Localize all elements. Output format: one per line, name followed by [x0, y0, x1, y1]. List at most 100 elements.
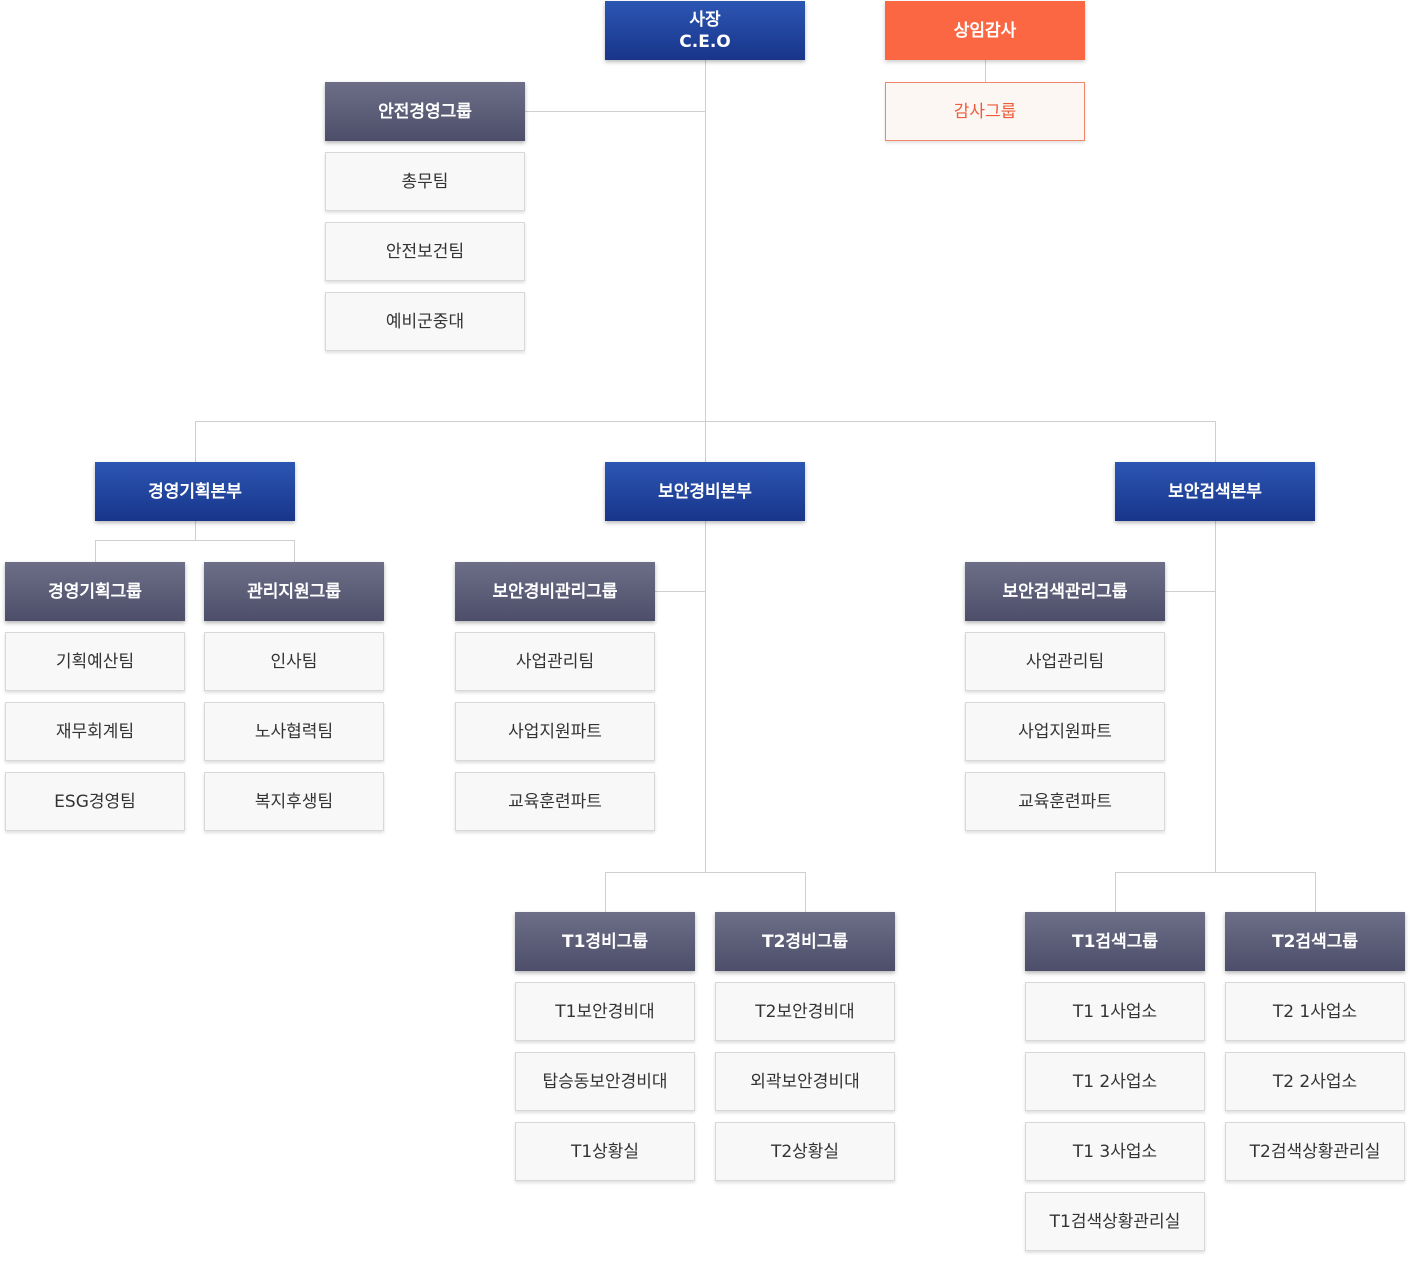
team-label: 사업지원파트 — [1018, 721, 1112, 742]
team-label: 교육훈련파트 — [508, 791, 602, 812]
group-title: T2경비그룹 — [762, 931, 848, 952]
team-label: 사업관리팀 — [515, 651, 595, 672]
connector-line — [1215, 521, 1216, 872]
connector-line — [605, 872, 606, 912]
connector-line — [524, 111, 705, 112]
group-title: 보안검색관리그룹 — [1002, 581, 1128, 602]
team-label: 복지후생팀 — [254, 791, 334, 812]
team-label: 기획예산팀 — [55, 651, 135, 672]
team-box: T2 1사업소 — [1225, 982, 1405, 1041]
connector-line — [1164, 591, 1215, 592]
division-title: 보안경비본부 — [658, 481, 752, 502]
audit-title: 상임감사 — [953, 20, 1017, 41]
team-box: 사업지원파트 — [455, 702, 655, 761]
team-label: 총무팀 — [401, 171, 449, 192]
group-title: T2검색그룹 — [1272, 931, 1358, 952]
ceo-subtitle: C.E.O — [679, 31, 731, 52]
group-box: 보안검색관리그룹 — [965, 562, 1165, 621]
connector-line — [985, 60, 986, 82]
team-box: 외곽보안경비대 — [715, 1052, 895, 1111]
team-label: 교육훈련파트 — [1018, 791, 1112, 812]
team-label: 노사협력팀 — [254, 721, 334, 742]
audit-box: 상임감사 — [885, 1, 1085, 60]
team-box: T1 1사업소 — [1025, 982, 1205, 1041]
team-label: 외곽보안경비대 — [750, 1071, 860, 1092]
team-box: ESG경영팀 — [5, 772, 185, 831]
team-label: T1상황실 — [570, 1141, 640, 1162]
safety-group-title: 안전경영그룹 — [378, 101, 472, 122]
division-box: 보안경비본부 — [605, 462, 805, 521]
team-label: T2 2사업소 — [1272, 1071, 1358, 1092]
connector-line — [805, 872, 806, 912]
team-box: 복지후생팀 — [204, 772, 384, 831]
safety-group-box: 안전경영그룹 — [325, 82, 525, 141]
team-box: T1보안경비대 — [515, 982, 695, 1041]
group-title: T1검색그룹 — [1072, 931, 1158, 952]
team-label: T2검색상황관리실 — [1249, 1141, 1381, 1162]
team-box: 예비군중대 — [325, 292, 525, 351]
team-label: 예비군중대 — [385, 311, 465, 332]
team-box: 교육훈련파트 — [965, 772, 1165, 831]
connector-line — [95, 540, 295, 541]
team-label: T1 1사업소 — [1072, 1001, 1158, 1022]
team-box: 인사팀 — [204, 632, 384, 691]
team-label: 인사팀 — [270, 651, 318, 672]
connector-line — [654, 591, 705, 592]
connector-line — [1315, 872, 1316, 912]
group-box: 경영기획그룹 — [5, 562, 185, 621]
group-box: 보안경비관리그룹 — [455, 562, 655, 621]
team-box: T1 2사업소 — [1025, 1052, 1205, 1111]
team-label: T1 3사업소 — [1072, 1141, 1158, 1162]
team-label: 사업지원파트 — [508, 721, 602, 742]
connector-line — [195, 421, 1216, 422]
team-label: T1검색상황관리실 — [1049, 1211, 1181, 1232]
division-title: 경영기획본부 — [148, 481, 242, 502]
connector-line — [705, 422, 706, 462]
connector-line — [1215, 421, 1216, 462]
group-title: 보안경비관리그룹 — [492, 581, 618, 602]
team-label: 재무회계팀 — [55, 721, 135, 742]
team-box: 기획예산팀 — [5, 632, 185, 691]
audit-group-label: 감사그룹 — [953, 101, 1017, 122]
group-box: T1검색그룹 — [1025, 912, 1205, 971]
group-title: T1경비그룹 — [562, 931, 648, 952]
team-label: T2보안경비대 — [755, 1001, 855, 1022]
group-box: 관리지원그룹 — [204, 562, 384, 621]
team-label: T1 2사업소 — [1072, 1071, 1158, 1092]
connector-line — [294, 540, 295, 562]
connector-line — [705, 521, 706, 872]
group-title: 관리지원그룹 — [247, 581, 341, 602]
team-box: 탑승동보안경비대 — [515, 1052, 695, 1111]
team-label: 안전보건팀 — [385, 241, 465, 262]
ceo-box: 사장 C.E.O — [605, 1, 805, 60]
team-label: T2상황실 — [770, 1141, 840, 1162]
connector-line — [605, 872, 806, 873]
team-label: T2 1사업소 — [1272, 1001, 1358, 1022]
connector-line — [1115, 872, 1316, 873]
team-box: T2 2사업소 — [1225, 1052, 1405, 1111]
team-box: T2보안경비대 — [715, 982, 895, 1041]
division-title: 보안검색본부 — [1168, 481, 1262, 502]
team-label: ESG경영팀 — [54, 791, 136, 812]
team-label: 탑승동보안경비대 — [542, 1071, 668, 1092]
team-box: T1상황실 — [515, 1122, 695, 1181]
team-label: T1보안경비대 — [555, 1001, 655, 1022]
connector-line — [1115, 872, 1116, 912]
team-box: 교육훈련파트 — [455, 772, 655, 831]
group-box: T2경비그룹 — [715, 912, 895, 971]
division-box: 보안검색본부 — [1115, 462, 1315, 521]
connector-line — [95, 540, 96, 562]
team-box: T2검색상황관리실 — [1225, 1122, 1405, 1181]
team-box: 노사협력팀 — [204, 702, 384, 761]
team-box: 사업관리팀 — [455, 632, 655, 691]
group-box: T2검색그룹 — [1225, 912, 1405, 971]
connector-line — [195, 521, 196, 541]
team-box: T1검색상황관리실 — [1025, 1192, 1205, 1251]
group-box: T1경비그룹 — [515, 912, 695, 971]
team-box: 사업관리팀 — [965, 632, 1165, 691]
division-box: 경영기획본부 — [95, 462, 295, 521]
team-label: 사업관리팀 — [1025, 651, 1105, 672]
team-box: 안전보건팀 — [325, 222, 525, 281]
group-title: 경영기획그룹 — [48, 581, 142, 602]
